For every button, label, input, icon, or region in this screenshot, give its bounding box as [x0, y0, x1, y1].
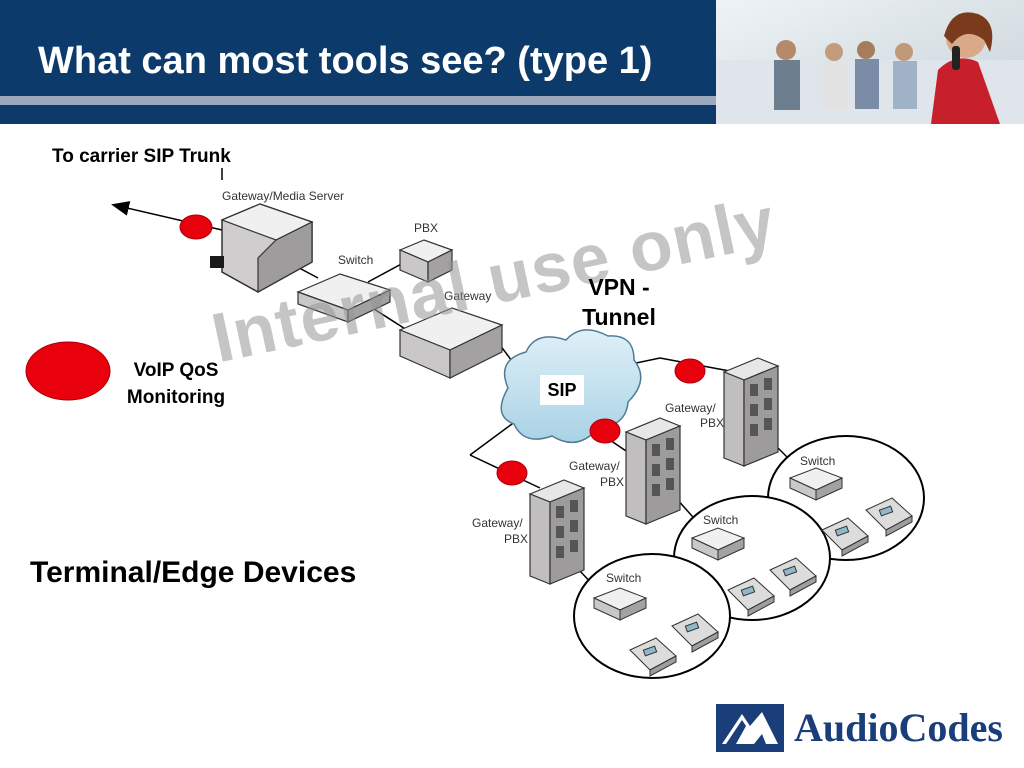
- label-gateway-pbx-middle-2: PBX: [600, 475, 624, 489]
- label-to-carrier: To carrier SIP Trunk: [52, 146, 231, 167]
- label-switch-middle: Switch: [703, 513, 738, 527]
- ip-phones: [629, 497, 913, 677]
- audiocodes-logo-mark: [716, 704, 784, 752]
- edge-site-circle-left: [573, 553, 731, 679]
- monitoring-point: [179, 214, 213, 240]
- ip-phone: [821, 517, 869, 557]
- slide-header: What can most tools see? (type 1): [0, 0, 1024, 124]
- ip-phone: [629, 637, 677, 677]
- gateway-device: [398, 307, 504, 379]
- gateway-pbx-tower-left: [528, 479, 586, 585]
- switch-top-device: [296, 273, 392, 323]
- slide-title: What can most tools see? (type 1): [38, 40, 653, 82]
- legend-monitoring-dot: [25, 341, 111, 401]
- monitoring-point: [496, 460, 528, 486]
- audiocodes-logo: AudioCodes: [716, 702, 1016, 756]
- network-diagram: Gateway/Media Server Switch PBX Gateway …: [25, 168, 925, 679]
- label-gateway-pbx-right-1: Gateway/: [665, 401, 716, 415]
- label-switch-top: Switch: [338, 253, 373, 267]
- switch-left-device: [592, 587, 648, 621]
- ip-phone: [769, 557, 817, 597]
- audiocodes-logo-text: AudioCodes: [794, 705, 1003, 750]
- legend-voip-qos-label: VoIP QoS Monitoring: [126, 360, 226, 408]
- label-terminal-edge-devices: Terminal/Edge Devices: [30, 556, 357, 589]
- label-sip: SIP: [540, 375, 584, 405]
- pbx-device: [398, 239, 454, 283]
- switch-middle-device: [690, 527, 746, 561]
- header-stripe: [0, 96, 716, 105]
- label-gateway: Gateway: [444, 289, 491, 303]
- gateway-pbx-tower-middle: [624, 417, 682, 525]
- label-switch-left: Switch: [606, 571, 641, 585]
- gateway-pbx-tower-right: [722, 357, 780, 467]
- monitoring-points: [179, 214, 706, 486]
- label-switch-right: Switch: [800, 454, 835, 468]
- label-gateway-pbx-right-2: PBX: [700, 416, 724, 430]
- monitoring-point: [589, 418, 621, 444]
- header-office-photo: [716, 0, 1024, 124]
- ip-phone: [671, 613, 719, 653]
- label-gateway-pbx-left-2: PBX: [504, 532, 528, 546]
- label-gateway-media-server: Gateway/Media Server: [222, 189, 344, 203]
- monitoring-point: [674, 358, 706, 384]
- ip-phone: [865, 497, 913, 537]
- switch-right-device: [788, 467, 844, 501]
- label-vpn-tunnel: VPN - Tunnel: [582, 274, 656, 330]
- label-gateway-pbx-left-1: Gateway/: [472, 516, 523, 530]
- label-gateway-pbx-middle-1: Gateway/: [569, 459, 620, 473]
- ip-phone: [727, 577, 775, 617]
- gateway-media-server-device: [210, 203, 314, 294]
- label-pbx: PBX: [414, 221, 438, 235]
